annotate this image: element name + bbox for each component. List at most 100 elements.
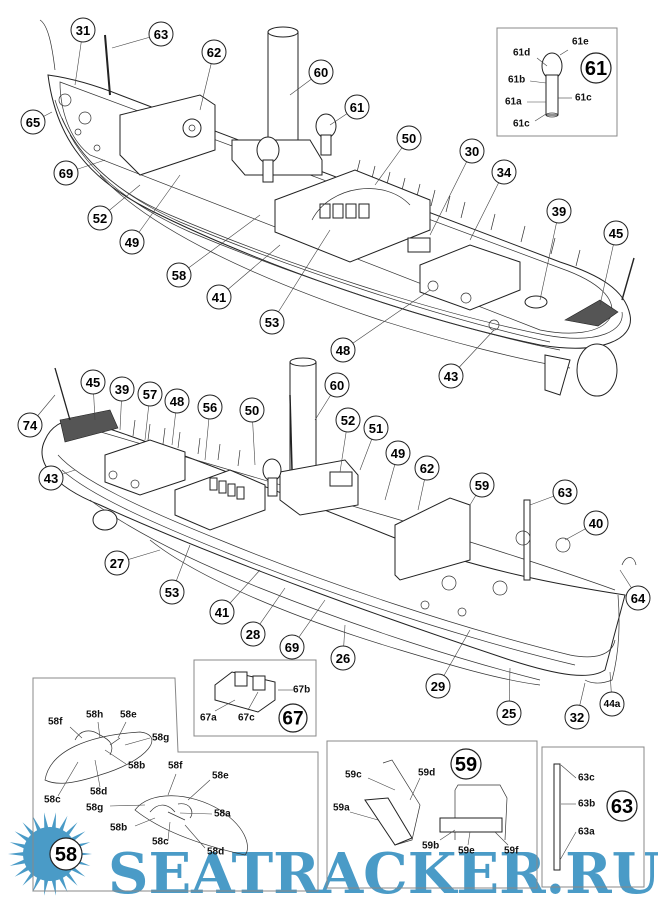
callout-number: 44a xyxy=(604,699,621,710)
label-58e-b: 58e xyxy=(212,771,229,782)
upper-callout-30: 30 xyxy=(459,138,485,164)
lower-callout-74: 74 xyxy=(17,412,43,438)
callout-number: 25 xyxy=(502,706,516,721)
callout-bubble xyxy=(38,465,64,491)
sun-ray xyxy=(70,866,86,877)
lower-callout-44a: 44a xyxy=(599,691,625,717)
sun-ray xyxy=(9,859,26,866)
callout-bubble xyxy=(87,205,113,231)
lower-callout-60: 60 xyxy=(324,372,350,398)
lower-callout-59: 59 xyxy=(469,472,495,498)
callout-bubble xyxy=(308,59,334,85)
label-63b: 63b xyxy=(578,799,595,810)
callout-bubble xyxy=(148,21,174,47)
upper-leader-30 xyxy=(429,150,473,236)
upper-callout-58: 58 xyxy=(166,262,192,288)
callout-bubble xyxy=(209,599,235,625)
callout-number: 48 xyxy=(336,343,350,358)
sun-ray xyxy=(65,822,78,836)
label-59e: 59e xyxy=(458,846,475,857)
lower-callout-52: 52 xyxy=(335,407,361,433)
label-67c: 67c xyxy=(238,713,255,724)
callout-number: 62 xyxy=(207,45,221,60)
lower-callout-29: 29 xyxy=(425,673,451,699)
callout-bubble xyxy=(363,415,389,441)
callout-bubble xyxy=(239,397,265,423)
lower-callout-41: 41 xyxy=(209,599,235,625)
callout-number: 28 xyxy=(246,627,260,642)
callout-bubble xyxy=(344,94,370,120)
callout-number: 60 xyxy=(330,378,344,393)
label-59f: 59f xyxy=(504,846,519,857)
inset-59-badge xyxy=(450,748,482,780)
callout-number: 34 xyxy=(497,165,512,180)
label-58f-a: 58f xyxy=(48,717,63,728)
label-61e: 61e xyxy=(572,37,589,48)
callout-number: 65 xyxy=(26,115,40,130)
callout-bubble xyxy=(119,229,145,255)
callout-bubble xyxy=(159,579,185,605)
callout-number: 40 xyxy=(589,516,603,531)
label-58h: 58h xyxy=(86,710,103,721)
upper-callout-60: 60 xyxy=(308,59,334,85)
lower-callout-26: 26 xyxy=(330,645,356,671)
upper-callout-41: 41 xyxy=(206,284,232,310)
inset-59-number: 59 xyxy=(455,754,477,776)
sun-ray xyxy=(8,851,25,857)
callout-number: 45 xyxy=(86,375,100,390)
callout-bubble xyxy=(491,159,517,185)
lower-ship-drawing xyxy=(41,357,637,686)
label-61d: 61d xyxy=(513,48,530,59)
callout-number: 49 xyxy=(391,446,405,461)
callout-bubble xyxy=(564,704,590,730)
callout-bubble xyxy=(425,673,451,699)
upper-callout-65: 65 xyxy=(20,109,46,135)
lower-callout-57: 57 xyxy=(137,381,163,407)
callout-bubble xyxy=(496,700,522,726)
callout-bubble xyxy=(324,372,350,398)
lower-callout-25: 25 xyxy=(496,700,522,726)
label-58a: 58a xyxy=(214,809,231,820)
label-67a: 67a xyxy=(200,713,217,724)
callout-number: 50 xyxy=(245,403,259,418)
upper-callout-31: 31 xyxy=(70,17,96,43)
label-59a: 59a xyxy=(333,803,350,814)
inset-61: 61e 61d 61b 61a 61c 61c 61 xyxy=(496,27,618,137)
callout-number: 53 xyxy=(265,315,279,330)
label-61c-right: 61c xyxy=(575,93,592,104)
lower-callout-50: 50 xyxy=(239,397,265,423)
callout-number: 27 xyxy=(110,556,124,571)
sun-ray xyxy=(51,812,56,829)
label-63c: 63c xyxy=(578,773,595,784)
sun-ray xyxy=(65,872,78,886)
label-58b-a: 58b xyxy=(128,761,145,772)
inset-67-badge xyxy=(278,703,308,733)
sun-ray xyxy=(58,876,68,893)
callout-bubble xyxy=(259,309,285,335)
label-59d: 59d xyxy=(418,768,435,779)
lower-callout-49: 49 xyxy=(385,440,411,466)
callout-bubble xyxy=(599,691,625,717)
label-61b: 61b xyxy=(508,75,525,86)
callout-number: 41 xyxy=(215,605,229,620)
callout-number: 74 xyxy=(23,418,38,433)
funnel xyxy=(267,26,299,158)
callout-number: 59 xyxy=(475,478,489,493)
upper-leader-48 xyxy=(342,289,431,351)
callout-number: 51 xyxy=(369,421,383,436)
callout-number: 29 xyxy=(431,679,445,694)
callout-number: 69 xyxy=(59,166,73,181)
upper-callout-52: 52 xyxy=(87,205,113,231)
sun-ray xyxy=(9,842,26,849)
upper-leader-34 xyxy=(469,171,505,241)
callout-number: 61 xyxy=(350,100,364,115)
sun-ray xyxy=(14,831,30,842)
callout-bubble xyxy=(396,125,422,151)
upper-callout-49: 49 xyxy=(119,229,145,255)
callout-bubble xyxy=(240,621,266,647)
callout-number: 30 xyxy=(465,144,479,159)
callout-bubble xyxy=(385,440,411,466)
upper-callout-62: 62 xyxy=(201,39,227,65)
lower-callout-32: 32 xyxy=(564,704,590,730)
